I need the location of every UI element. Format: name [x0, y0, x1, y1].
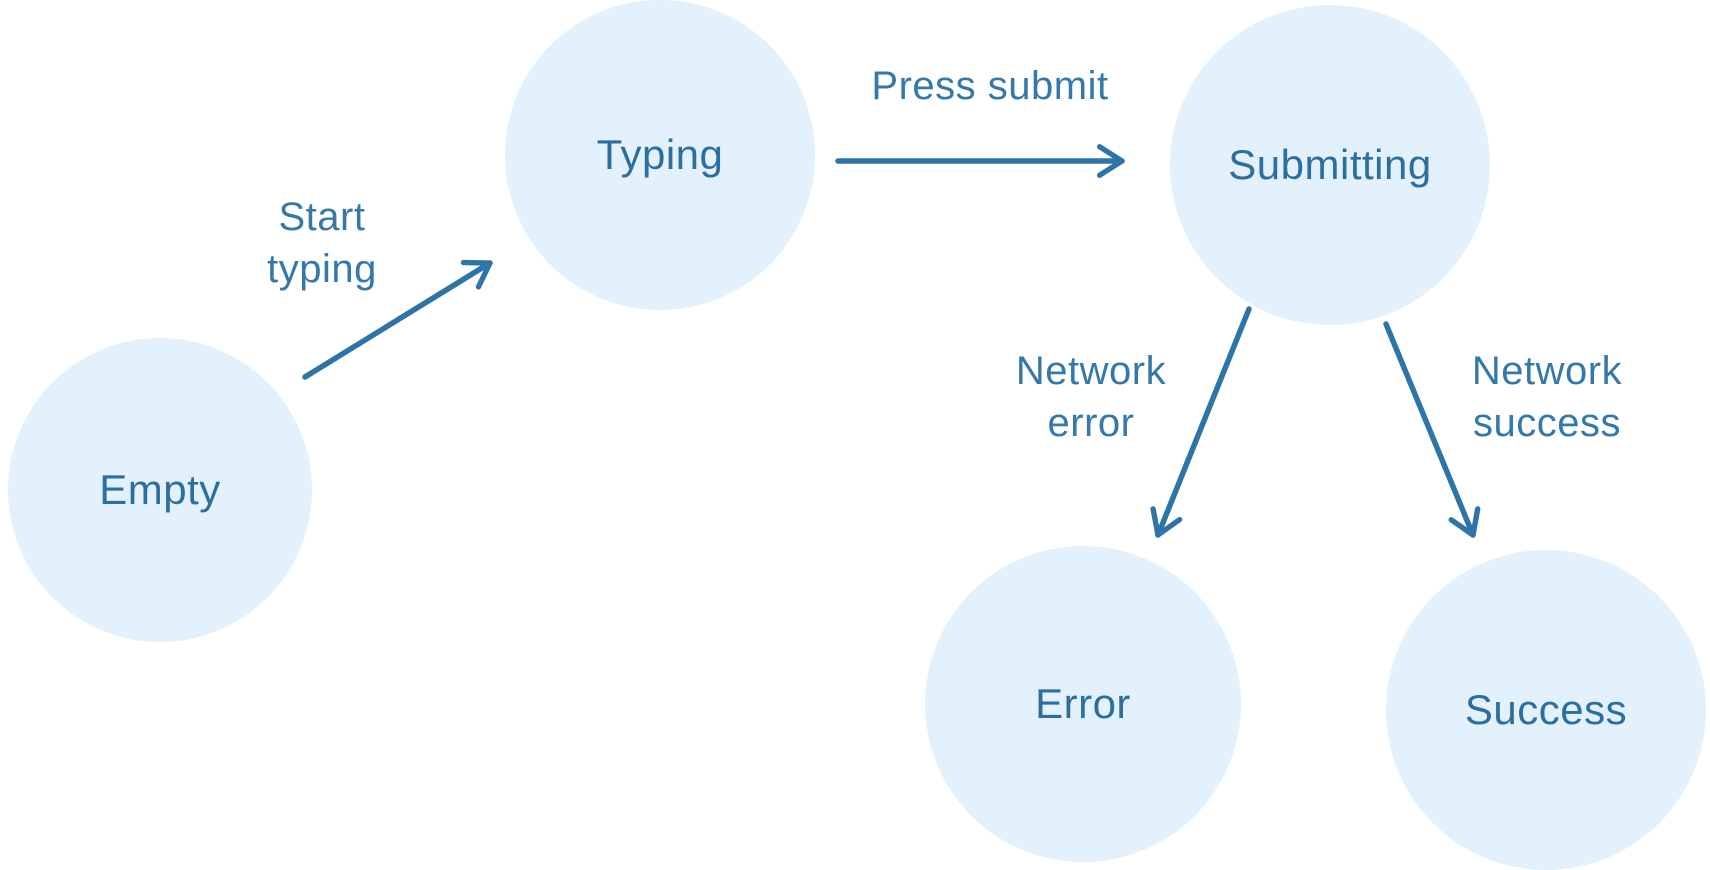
transition-label-start-typing: Start typing [267, 191, 377, 295]
transition-label-line: Start [278, 195, 366, 239]
transition-label-line: success [1472, 401, 1621, 445]
state-node-submitting-label: Submitting [1228, 141, 1432, 188]
transition-arrow-network-error [1150, 306, 1252, 538]
transition-label-line: Network [1471, 349, 1623, 393]
state-node-empty: Empty [8, 338, 312, 642]
transition-label-line: Press submit [871, 64, 1109, 108]
transition-arrow-start-typing [302, 259, 493, 380]
state-node-error: Error [925, 546, 1241, 862]
state-node-typing: Typing [505, 0, 815, 310]
state-node-error-label: Error [1035, 680, 1131, 727]
transition-label-line: error [1047, 401, 1135, 445]
state-node-empty-label: Empty [99, 466, 221, 513]
transition-label-press-submit: Press submit [871, 60, 1108, 112]
state-node-typing-label: Typing [596, 131, 724, 178]
state-node-success: Success [1386, 550, 1706, 870]
state-node-success-label: Success [1464, 686, 1628, 733]
transition-label-network-error: Network error [1016, 345, 1166, 449]
state-node-submitting: Submitting [1170, 5, 1490, 325]
transition-label-network-success: Network success [1472, 345, 1622, 449]
transition-arrow-network-success [1383, 321, 1481, 538]
transition-label-line: Network [1015, 349, 1167, 393]
transition-label-line: typing [267, 247, 377, 291]
